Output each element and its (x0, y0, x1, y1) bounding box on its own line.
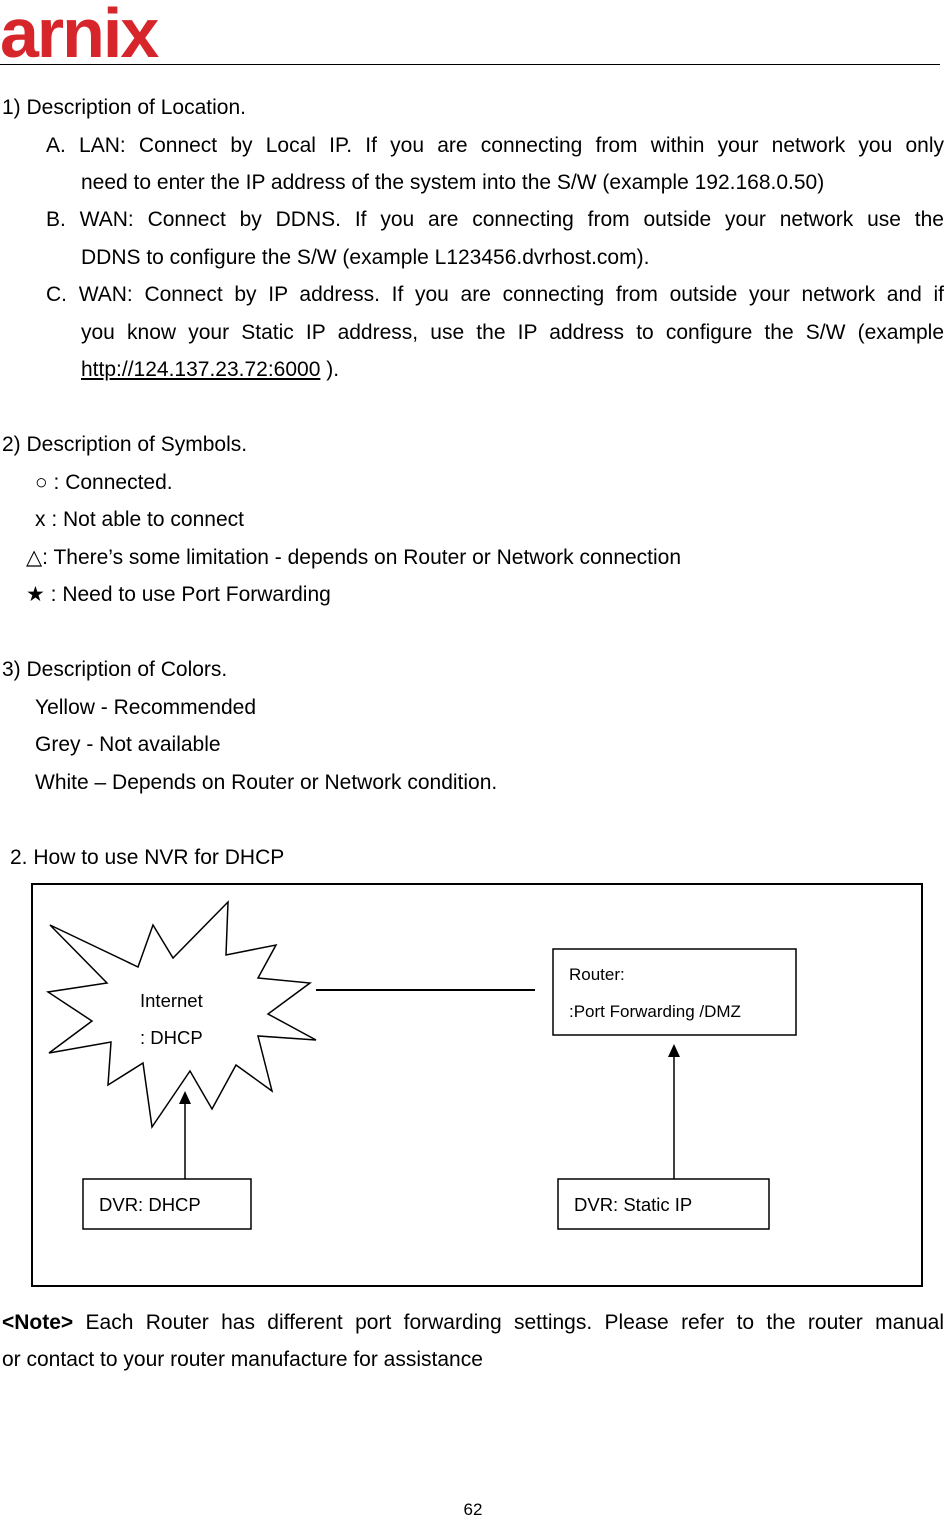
symbol-limitation: △: There’s some limitation - depends on … (26, 546, 682, 569)
location-c-line2: you know your Static IP address, use the… (81, 321, 944, 344)
router-port-forwarding-label: :Port Forwarding /DMZ (569, 1002, 741, 1021)
dvr-static-box (557, 1178, 770, 1230)
internet-dhcp-label: : DHCP (140, 1027, 203, 1048)
internet-label: Internet (140, 990, 203, 1011)
router-label: Router: (569, 965, 625, 984)
location-c-line3: http://124.137.23.72:6000 ). (81, 357, 339, 383)
note-line2: or contact to your router manufacture fo… (2, 1348, 483, 1371)
note-line1-text: Each Router has different port forwardin… (73, 1311, 944, 1334)
diagram-frame (31, 883, 923, 1287)
color-white: White – Depends on Router or Network con… (35, 771, 498, 794)
symbols-heading: 2) Description of Symbols. (2, 433, 248, 456)
dvr-dhcp-label: DVR: DHCP (99, 1194, 201, 1215)
example-ip-link[interactable]: http://124.137.23.72:6000 (81, 358, 321, 381)
router-box (552, 948, 797, 1036)
location-b-line1: B. WAN: Connect by DDNS. If you are conn… (46, 208, 944, 231)
location-a-line1: A. LAN: Connect by Local IP. If you are … (46, 134, 944, 157)
note-label: <Note> (2, 1311, 74, 1334)
symbol-not-able: x : Not able to connect (35, 508, 244, 531)
dvr-dhcp-arrow-head (179, 1091, 191, 1104)
location-c-tail: ). (320, 358, 340, 381)
page-number: 62 (463, 1500, 483, 1519)
location-b-line2: DDNS to configure the S/W (example L1234… (81, 246, 650, 269)
dvr-dhcp-box (82, 1178, 252, 1230)
color-yellow: Yellow - Recommended (35, 696, 257, 719)
location-c-line1: C. WAN: Connect by IP address. If you ar… (46, 283, 944, 306)
symbol-port-forwarding: ★ : Need to use Port Forwarding (26, 583, 331, 606)
arnix-logo: arnix (0, 0, 161, 66)
symbol-connected: ○ : Connected. (35, 471, 173, 494)
colors-heading: 3) Description of Colors. (2, 658, 228, 681)
location-a-line2: need to enter the IP address of the syst… (81, 171, 825, 194)
section-title: 2. How to use NVR for DHCP (10, 846, 285, 869)
color-grey: Grey - Not available (35, 733, 221, 756)
internet-burst-shape (45, 900, 317, 1130)
location-heading: 1) Description of Location. (2, 96, 246, 119)
dvr-static-label: DVR: Static IP (574, 1194, 693, 1215)
note-line1: <Note> Each Router has different port fo… (2, 1310, 944, 1336)
svg-text:arnix: arnix (0, 0, 159, 66)
header-rule (0, 64, 940, 65)
dvr-static-arrow-head (668, 1044, 680, 1057)
